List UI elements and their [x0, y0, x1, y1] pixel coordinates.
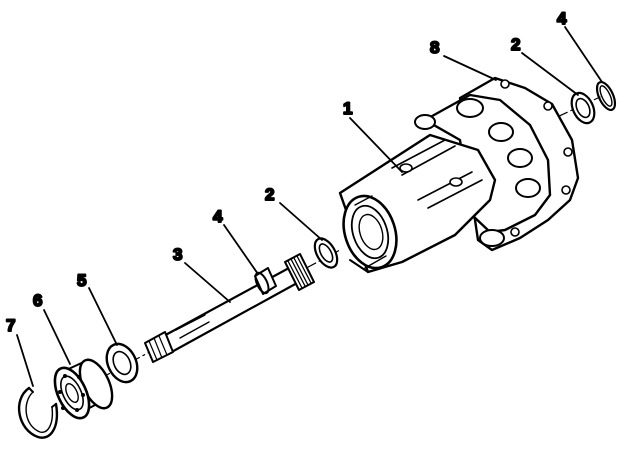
- housing-part: [338, 93, 552, 274]
- callout-5: 5: [77, 271, 86, 290]
- shaft-part: [144, 253, 315, 363]
- callout-8: 8: [430, 38, 439, 57]
- ring-right-part: [595, 80, 617, 112]
- leader-bearing: [43, 309, 71, 365]
- leader-seal-right: [521, 52, 579, 96]
- callout-7: 7: [6, 316, 15, 335]
- snap-ring-part: [17, 386, 59, 439]
- callout-3: 3: [173, 245, 182, 264]
- callout-2-middle: 2: [265, 185, 274, 204]
- leader-housing: [349, 117, 403, 173]
- leader-washer: [88, 287, 118, 346]
- callout-1: 1: [343, 99, 352, 118]
- callout-2-right: 2: [511, 35, 520, 54]
- callout-4-right: 4: [557, 9, 567, 28]
- callout-labels: 1 2 2 3 4 4 5 6 7 8: [5, 8, 568, 336]
- seal-right-part: [570, 91, 596, 125]
- leader-snap-ring: [16, 334, 34, 387]
- callout-4-shaft: 4: [213, 207, 223, 226]
- leader-seal-middle: [279, 202, 323, 241]
- leader-ring-shaft: [223, 224, 259, 275]
- leader-shaft: [184, 262, 231, 303]
- seal-middle-part: [313, 237, 339, 269]
- leader-ring-right: [564, 26, 603, 83]
- leader-gasket: [443, 55, 497, 81]
- leader-lines: [16, 26, 603, 387]
- callout-6: 6: [33, 291, 42, 310]
- bearing-part: [53, 358, 114, 420]
- washer-part: [105, 342, 139, 384]
